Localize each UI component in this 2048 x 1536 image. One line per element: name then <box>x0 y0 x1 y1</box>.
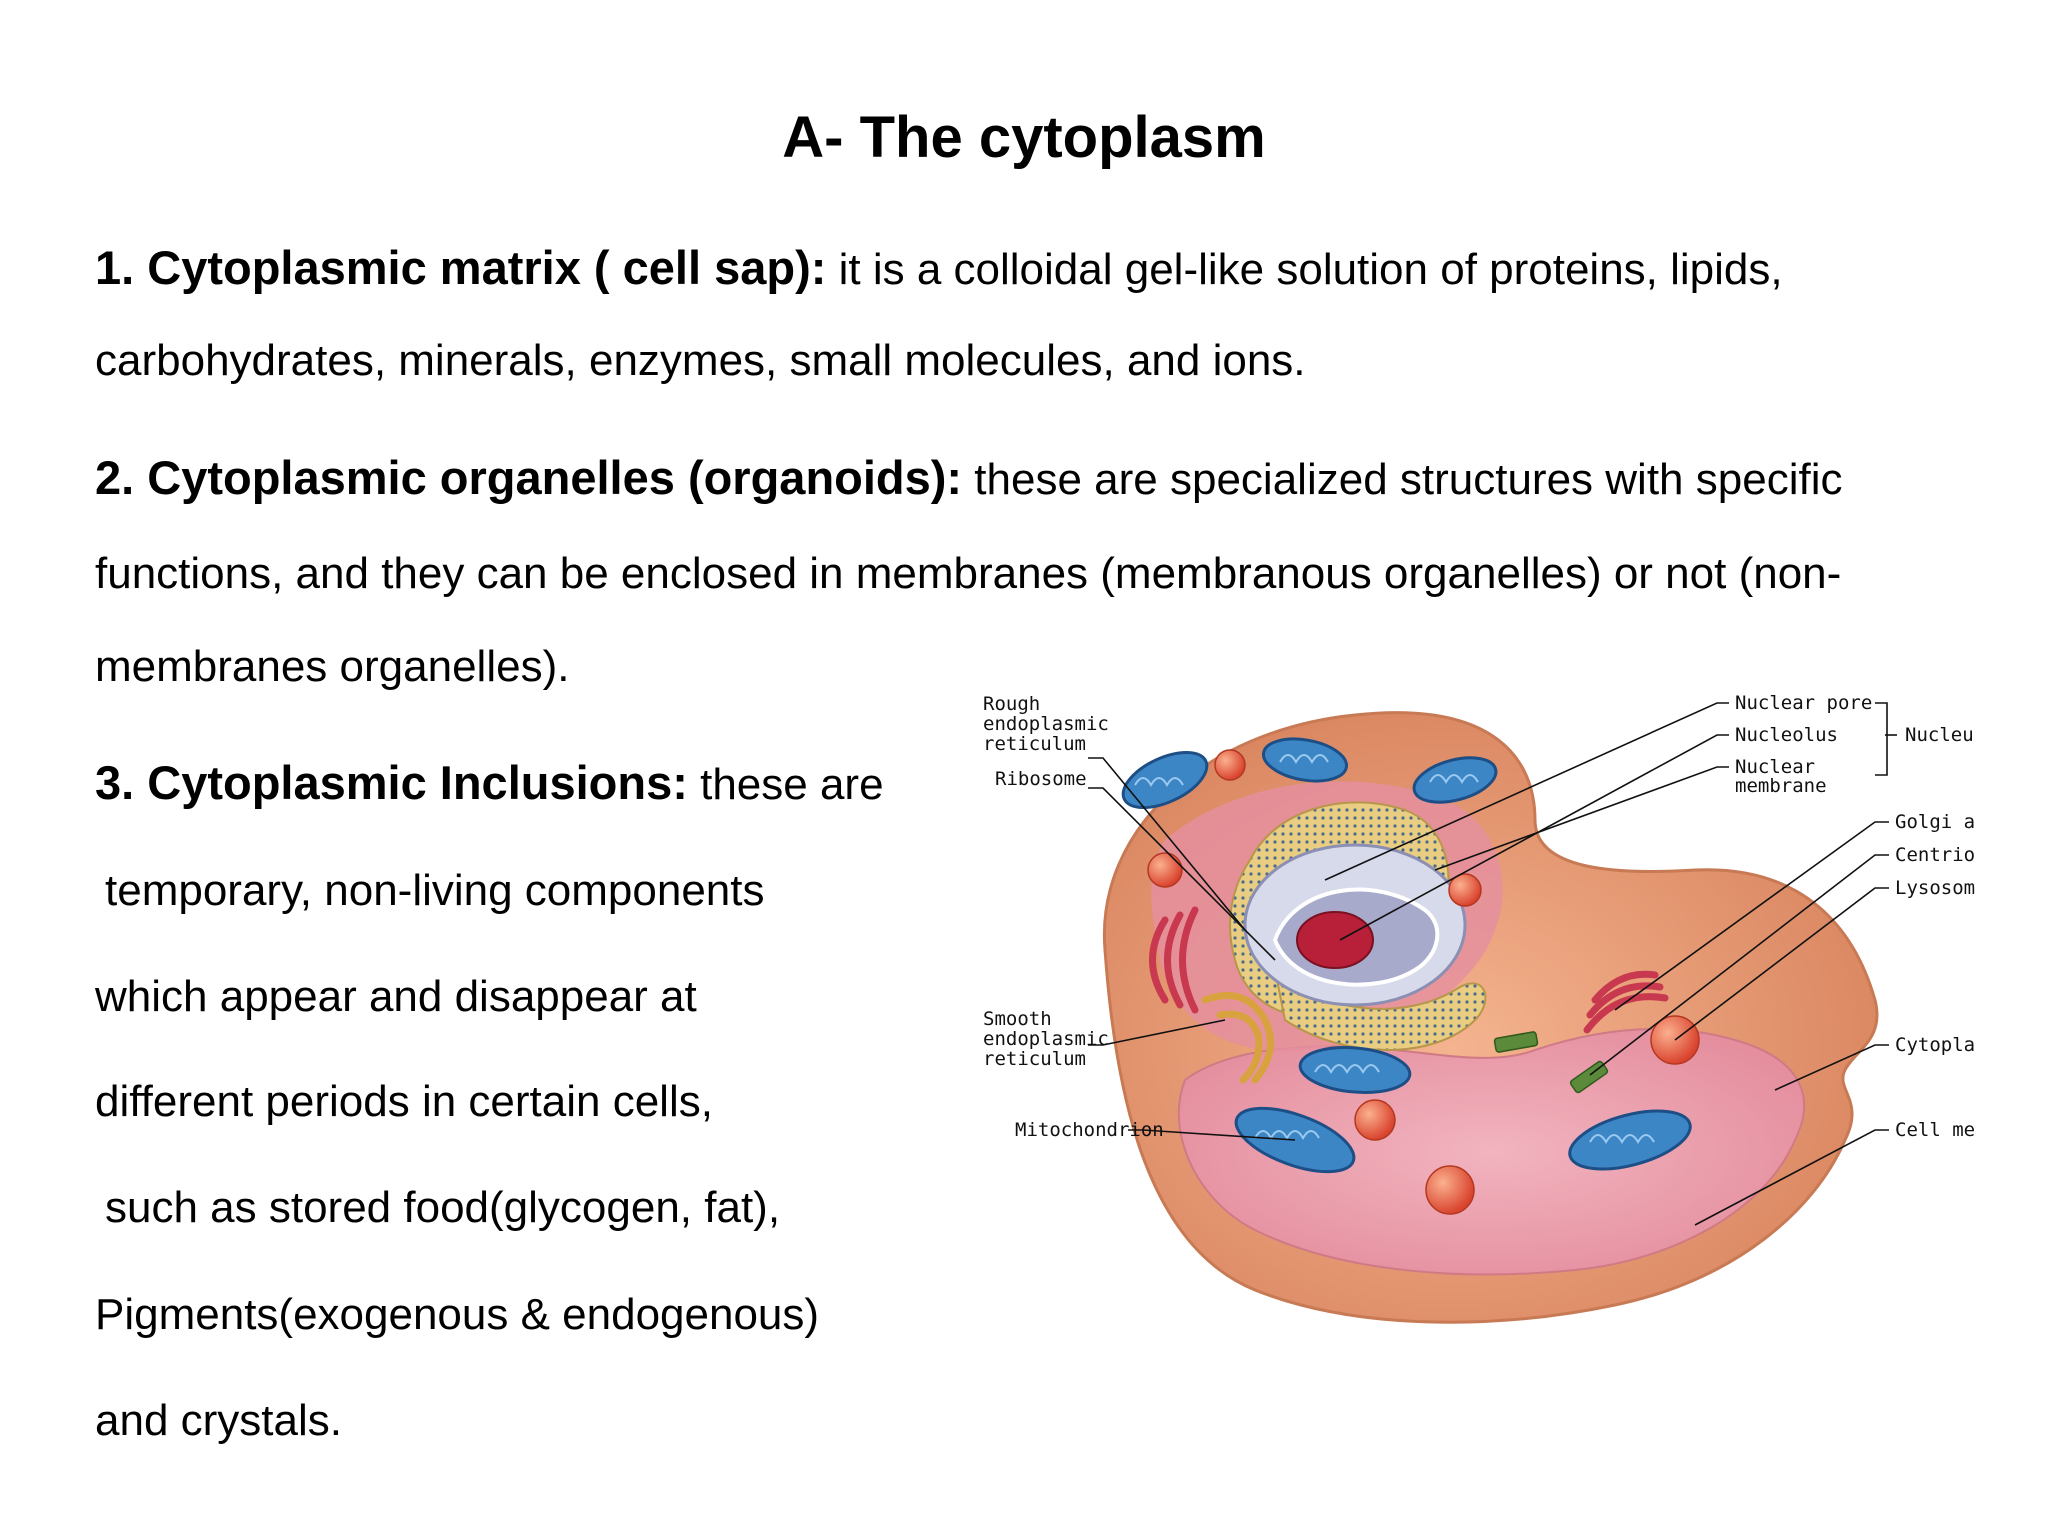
label-nuclear-pore: Nuclear pore <box>1735 692 1872 714</box>
point-3-line-1: 3. Cytoplasmic Inclusions: these are <box>95 755 884 810</box>
point-2-text: these are specialized structures with sp… <box>962 455 1843 504</box>
label-nucleolus: Nucleolus <box>1735 724 1838 746</box>
label-nucleus: Nucleus <box>1905 724 1975 746</box>
label-ribosome: Ribosome <box>995 768 1087 790</box>
lysosomes <box>1147 749 1700 1215</box>
label-rough-er-3: reticulum <box>983 733 1086 755</box>
point-3-line-3: which appear and disappear at <box>95 972 697 1021</box>
label-mitochondrion: Mitochondrion <box>1015 1119 1164 1141</box>
label-cytoplasm: Cytoplasm <box>1895 1034 1975 1056</box>
label-nuclear-membrane-1: Nuclear <box>1735 756 1815 778</box>
point-2-line-3: membranes organelles). <box>95 642 570 691</box>
point-3-line-5: such as stored food(glycogen, fat), <box>105 1183 781 1232</box>
label-golgi: Golgi apparatus <box>1895 811 1975 833</box>
point-1-line-2: carbohydrates, minerals, enzymes, small … <box>95 336 1306 385</box>
label-smooth-er-1: Smooth <box>983 1008 1052 1030</box>
label-cell-membrane: Cell membrane <box>1895 1119 1975 1141</box>
point-1-heading: 1. Cytoplasmic matrix ( cell sap): <box>95 241 827 294</box>
label-smooth-er-2: endoplasmic <box>983 1028 1109 1050</box>
mitochondria <box>1121 737 1692 1174</box>
point-3-line-7: and crystals. <box>95 1396 342 1445</box>
nucleus <box>1243 843 1467 1007</box>
point-2-line-1: 2. Cytoplasmic organelles (organoids): t… <box>95 450 1842 505</box>
nucleolus <box>1296 911 1374 969</box>
point-3-line-2: temporary, non-living components <box>105 866 765 915</box>
point-1-text: it is a colloidal gel-like solution of p… <box>826 245 1783 294</box>
point-3-text: these are <box>687 760 884 809</box>
label-rough-er-2: endoplasmic <box>983 713 1109 735</box>
mitochondria-cristae <box>1134 754 1655 1145</box>
leader-lines <box>1088 702 1897 1226</box>
label-centriole: Centriole <box>1895 844 1975 866</box>
animal-cell-diagram: Rough endoplasmic reticulum Ribosome Smo… <box>983 692 1975 1324</box>
label-nuclear-membrane-2: membrane <box>1735 775 1827 797</box>
label-lysosome: Lysosome <box>1895 877 1975 899</box>
golgi-apparatus <box>1149 906 1669 1034</box>
page-title: A- The cytoplasm <box>782 105 1266 170</box>
point-3-heading: 3. Cytoplasmic Inclusions: <box>95 756 688 809</box>
point-3-line-4: different periods in certain cells, <box>95 1077 713 1126</box>
point-3-line-6: Pigments(exogenous & endogenous) <box>95 1290 820 1339</box>
point-2-line-2: functions, and they can be enclosed in m… <box>95 549 1842 598</box>
smooth-er <box>1201 992 1275 1084</box>
label-rough-er-1: Rough <box>983 693 1040 715</box>
point-2-heading: 2. Cytoplasmic organelles (organoids): <box>95 451 963 504</box>
point-1-line-1: 1. Cytoplasmic matrix ( cell sap): it is… <box>95 240 1783 295</box>
label-smooth-er-3: reticulum <box>983 1048 1086 1070</box>
